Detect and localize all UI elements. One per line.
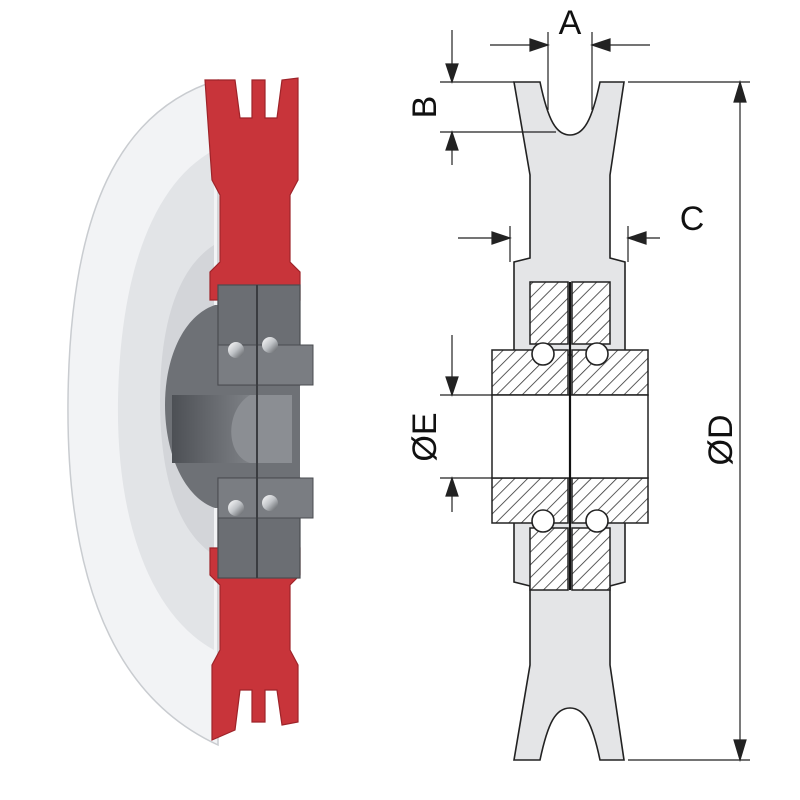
dim-label-c: C xyxy=(680,200,705,238)
dim-label-d: ØD xyxy=(702,415,740,466)
dimension-lines xyxy=(440,30,750,763)
ball xyxy=(585,509,609,533)
ball xyxy=(531,342,555,366)
outer-race-upper-right xyxy=(571,281,611,345)
dim-label-e: ØE xyxy=(406,412,444,461)
inner-ring-lower-left xyxy=(491,477,569,524)
inner-ring-upper xyxy=(217,344,314,386)
cut-section-lower xyxy=(209,547,301,741)
outer-race-upper-left xyxy=(529,281,569,345)
cutaway-pulley-3d xyxy=(67,77,314,747)
inner-ring-upper-right xyxy=(571,349,649,396)
ball xyxy=(531,509,555,533)
dim-label-b: B xyxy=(406,96,444,119)
ball-3d xyxy=(228,500,244,516)
cut-section-upper xyxy=(204,77,301,301)
inner-ring-upper-left xyxy=(491,349,569,396)
outer-race-lower-right xyxy=(571,527,611,591)
section-drawing xyxy=(491,81,649,761)
bore-curve xyxy=(231,395,292,463)
outer-race-lower-left xyxy=(529,527,569,591)
ball xyxy=(585,342,609,366)
dim-label-a: A xyxy=(559,4,582,42)
ball-3d xyxy=(262,337,278,353)
ball-3d xyxy=(262,495,278,511)
ball-3d xyxy=(228,342,244,358)
inner-ring-lower-right xyxy=(571,477,649,524)
